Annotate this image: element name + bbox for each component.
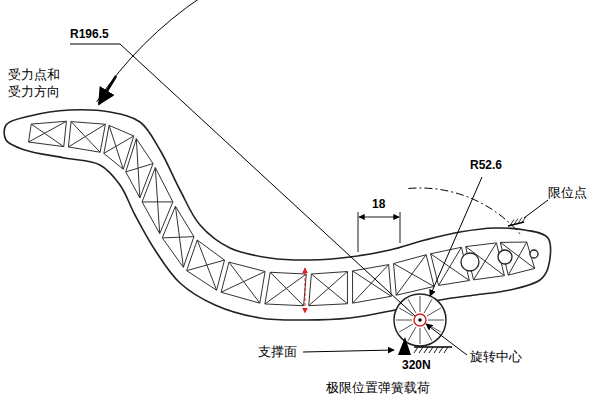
dimension-line — [359, 217, 399, 218]
radius-arc — [97, 0, 202, 102]
leader-line — [303, 350, 394, 352]
leader-line — [426, 324, 467, 355]
radius-dimension: R52.6 — [470, 157, 502, 174]
hub-spoke — [420, 296, 421, 312]
lattice-cell — [394, 255, 434, 295]
hatch — [424, 347, 428, 353]
section-arrow — [305, 268, 306, 313]
lattice-diagonal — [265, 274, 306, 304]
lattice-diagonal — [221, 271, 265, 292]
lattice-cell — [309, 272, 348, 306]
hole — [530, 250, 538, 258]
lattice-cell — [126, 139, 153, 198]
pivot-center — [414, 314, 426, 326]
hub-spoke — [420, 328, 421, 344]
dimension-value: 18 — [372, 196, 385, 213]
lattice-diagonal — [353, 271, 392, 296]
radius-leader — [430, 177, 482, 296]
lattice-diagonal — [353, 265, 389, 304]
hole — [461, 253, 479, 271]
hub-spoke — [428, 320, 444, 321]
limit-note: 限位点 — [548, 184, 587, 201]
lattice-cell — [187, 240, 225, 290]
lattice-diagonal — [126, 164, 153, 172]
radius-arc — [408, 188, 521, 235]
radius-leader — [70, 44, 415, 316]
load-note: 极限位置弹簧载荷 — [326, 379, 430, 396]
hub-spoke — [396, 320, 412, 321]
lattice-diagonal — [31, 124, 64, 147]
extension-line — [400, 212, 401, 243]
lattice — [29, 121, 535, 305]
hatch — [514, 219, 518, 225]
lattice-diagonal — [394, 264, 434, 287]
load-value: 320N — [402, 357, 431, 374]
lattice-cell — [29, 121, 67, 146]
lattice-diagonal — [309, 272, 348, 306]
pivot-dot — [418, 318, 422, 322]
lattice-diagonal — [155, 168, 159, 234]
hub-spoke — [427, 324, 441, 332]
pivot-note: 旋转中心 — [470, 348, 522, 365]
radius-dimension: R196.5 — [70, 26, 109, 43]
hub-spoke — [408, 327, 416, 341]
leader-line — [524, 200, 548, 218]
hatch — [414, 347, 418, 353]
lattice-cell — [68, 122, 105, 153]
lattice-diagonal — [311, 274, 347, 304]
lattice-cell — [221, 262, 265, 303]
hub-spoke — [399, 324, 413, 332]
lattice-diagonal — [187, 260, 225, 271]
lattice-diagonal — [109, 125, 123, 169]
lattice-diagonal — [396, 255, 426, 295]
hatch — [434, 347, 438, 353]
pivot-hub — [394, 294, 446, 346]
force-arrow — [99, 76, 116, 104]
lattice-cell — [353, 265, 392, 304]
lattice-cell — [265, 272, 306, 305]
lattice-diagonal — [104, 136, 134, 153]
lattice-diagonal — [229, 262, 260, 303]
hole — [498, 250, 512, 264]
lattice-diagonal — [270, 272, 303, 305]
hatch — [518, 218, 522, 224]
lattice-diagonal — [142, 201, 173, 202]
hub-spoke — [424, 299, 432, 313]
hatch — [444, 347, 448, 353]
lattice-diagonal — [29, 121, 67, 142]
support-note: 支撑面 — [258, 343, 297, 360]
lattice-cell — [162, 206, 194, 267]
hub-spoke — [427, 308, 441, 316]
extension-line — [358, 212, 359, 252]
lattice-diagonal — [68, 124, 105, 147]
lattice-diagonal — [162, 237, 194, 238]
hub-spoke — [424, 327, 432, 341]
lattice-cell — [104, 125, 134, 169]
pedal-arm — [4, 110, 550, 346]
hatch — [510, 220, 514, 226]
load-arrow — [398, 337, 411, 355]
pedal-outline — [4, 110, 550, 320]
hatch — [419, 347, 423, 353]
hatch — [439, 347, 443, 353]
force-note: 受力点和 受力方向 — [8, 66, 66, 100]
lattice-diagonal — [439, 247, 462, 285]
hatch — [429, 347, 433, 353]
